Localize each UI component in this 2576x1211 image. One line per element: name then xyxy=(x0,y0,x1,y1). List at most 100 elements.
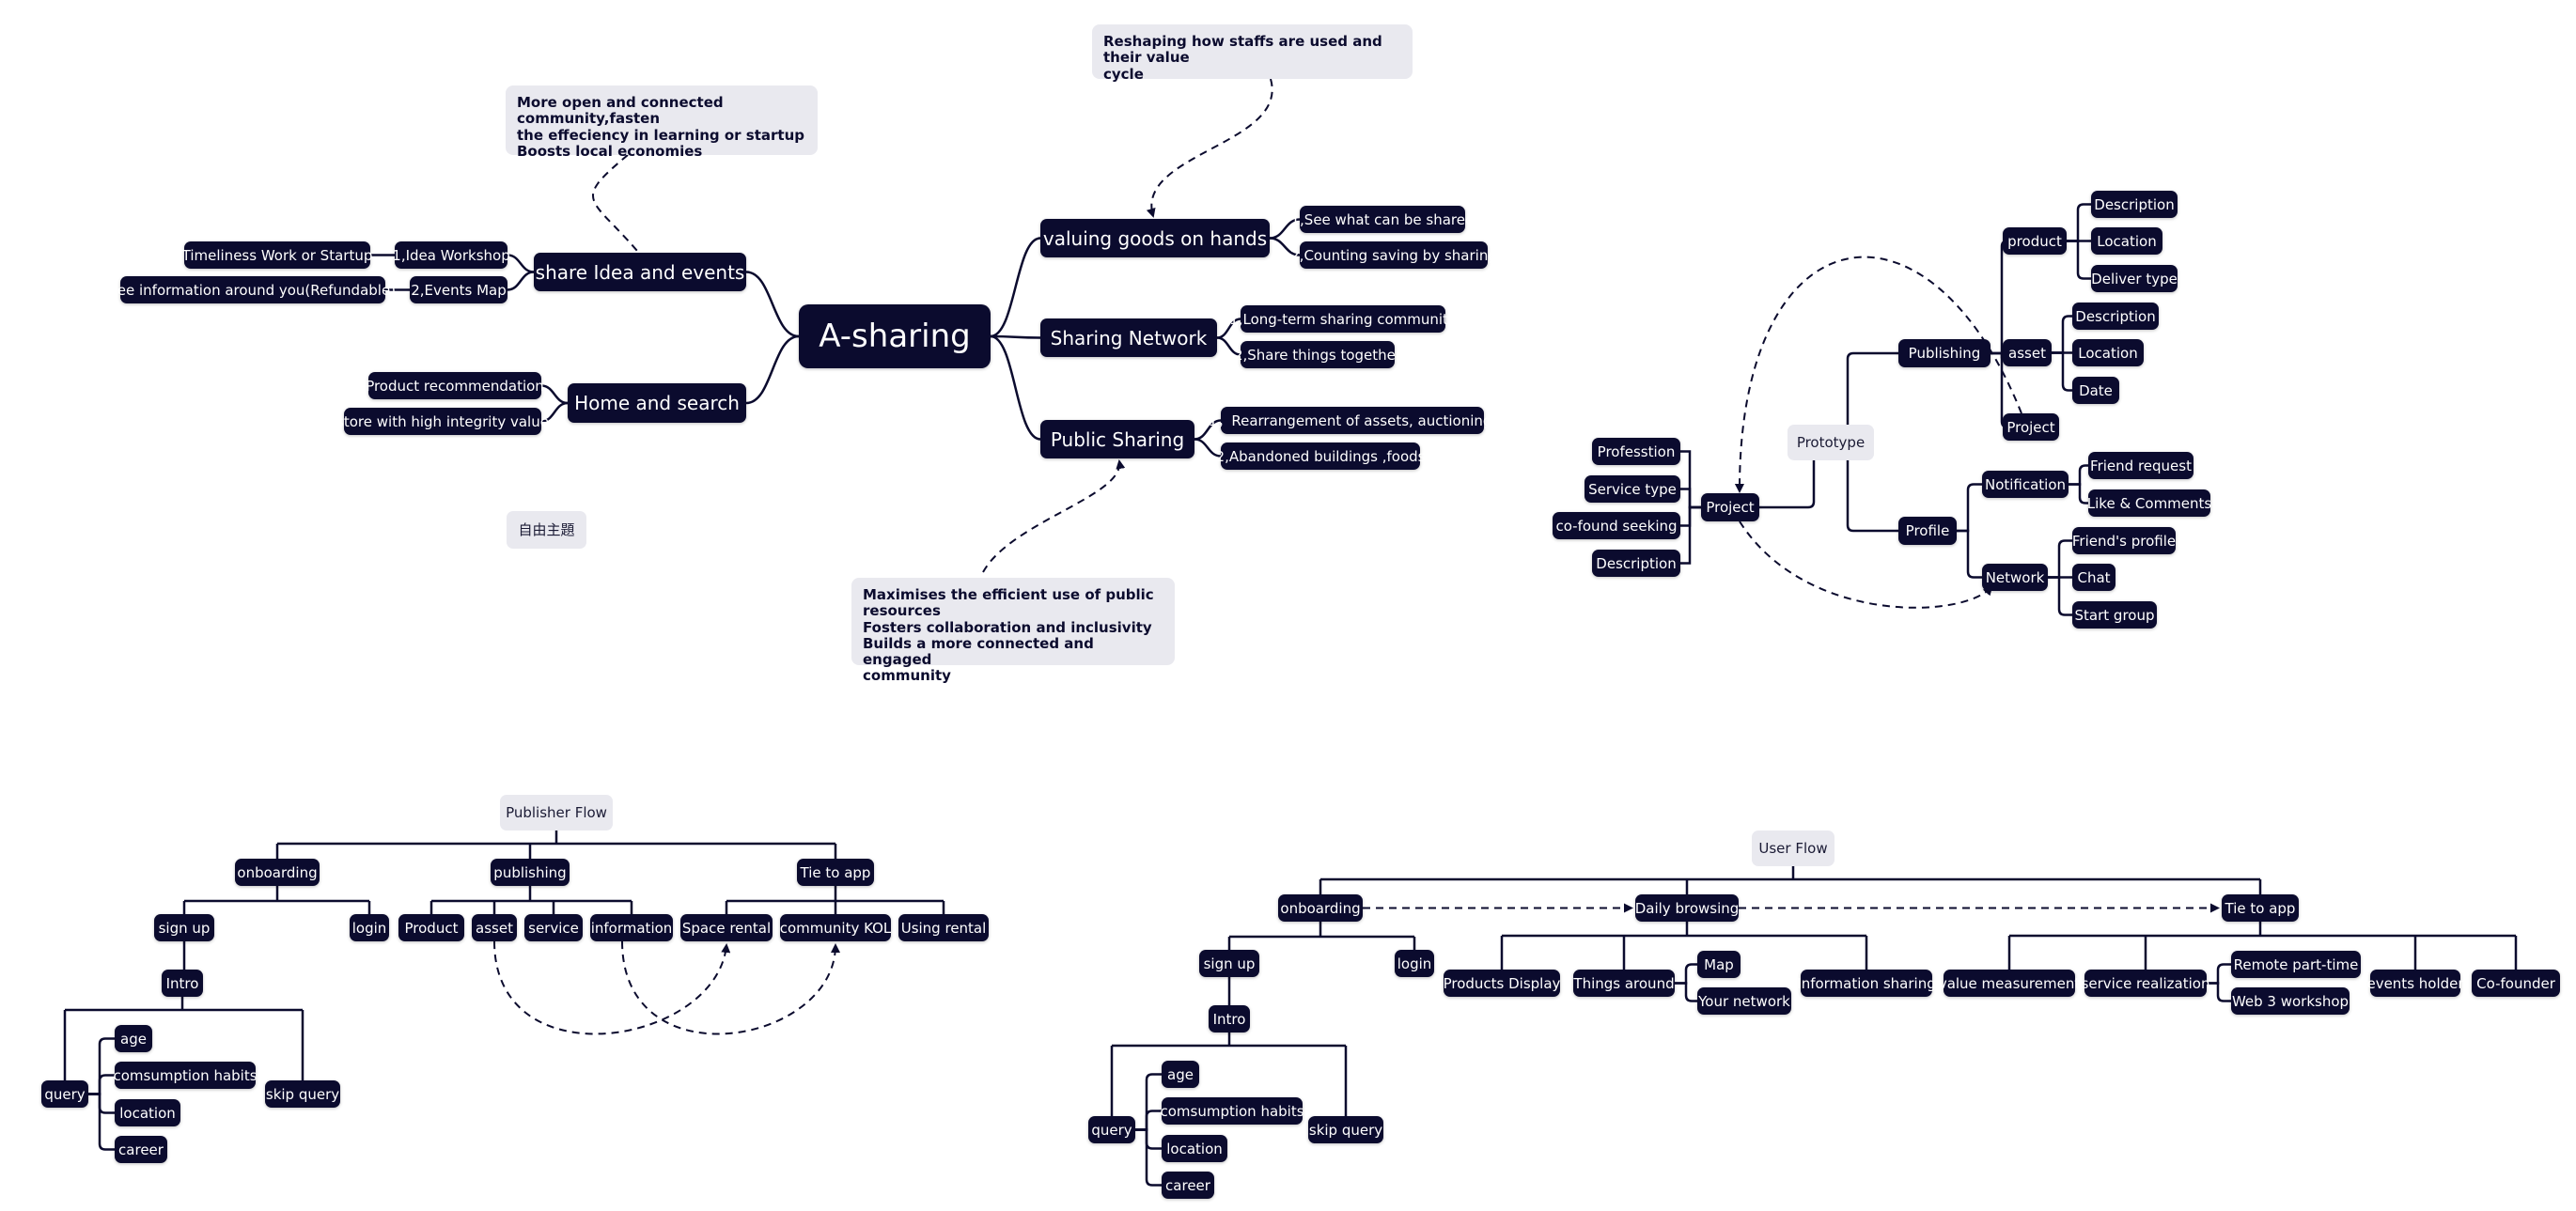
prototype-product-item[interactable]: Description xyxy=(2091,191,2178,218)
publisher-query-item[interactable]: age xyxy=(115,1025,152,1052)
user-service-item[interactable]: Web 3 workshop xyxy=(2231,987,2350,1015)
tree-connector xyxy=(1957,529,1982,579)
user-login[interactable]: login xyxy=(1395,950,1434,977)
home-product-recommendation[interactable]: Product recommendation xyxy=(366,372,544,399)
user-tie-to-app[interactable]: Tie to app xyxy=(2222,894,2299,922)
user-daily-item[interactable]: Information sharing xyxy=(1797,970,1936,997)
user-flow-title[interactable]: User Flow xyxy=(1752,831,1834,866)
user-query-item[interactable]: age xyxy=(1162,1061,1199,1088)
public-rearrangement[interactable]: 1，Rearrangement of assets, auctioning. xyxy=(1209,407,1496,434)
publisher-tie-item[interactable]: Space rental xyxy=(680,914,773,941)
prototype-asset-item[interactable]: Date xyxy=(2072,377,2119,404)
prototype-project-item[interactable]: Description xyxy=(1592,550,1680,577)
prototype-network[interactable]: Network xyxy=(1982,564,2048,591)
share-timeliness-work[interactable]: Timeliness Work or Startup xyxy=(182,241,372,269)
publisher-login[interactable]: login xyxy=(350,914,389,941)
user-things-item[interactable]: Your network xyxy=(1697,987,1791,1015)
publisher-publishing-item[interactable]: asset xyxy=(472,914,517,941)
tree-connector xyxy=(1846,460,1898,533)
connector xyxy=(540,384,569,405)
branch-share-idea-events[interactable]: share Idea and events xyxy=(534,253,746,291)
publisher-publishing[interactable]: publishing xyxy=(491,859,570,886)
user-things-item[interactable]: Map xyxy=(1697,951,1741,978)
branch-public-sharing[interactable]: Public Sharing xyxy=(1040,420,1194,458)
user-skip-query[interactable]: skip query xyxy=(1308,1116,1383,1143)
branch-home-search[interactable]: Home and search xyxy=(568,383,746,423)
branch-valuing-goods[interactable]: valuing goods on hands xyxy=(1040,219,1270,257)
prototype-network-item[interactable]: Start group xyxy=(2072,601,2157,629)
public-abandoned[interactable]: 2,Abandoned buildings ,foods xyxy=(1216,442,1425,470)
prototype-asset-item[interactable]: Location xyxy=(2072,339,2144,366)
prototype-profile[interactable]: Profile xyxy=(1898,517,1957,545)
publisher-query-item[interactable]: location xyxy=(115,1099,180,1126)
prototype-project-item[interactable]: Service type xyxy=(1585,475,1680,503)
publisher-intro[interactable]: Intro xyxy=(162,970,203,997)
user-query[interactable]: query xyxy=(1088,1116,1135,1143)
user-daily-item[interactable]: Products Display xyxy=(1444,970,1560,997)
network-long-term[interactable]: 1,Long-term sharing community xyxy=(1229,305,1457,333)
publisher-flow-title[interactable]: Publisher Flow xyxy=(500,795,613,831)
user-tie-item[interactable]: service realization xyxy=(2082,970,2209,997)
user-daily-item[interactable]: Things around xyxy=(1573,970,1675,997)
prototype-notification-item[interactable]: Like & Comments xyxy=(2087,489,2211,517)
note-share[interactable]: More open and connected community,fasten… xyxy=(506,85,818,160)
tree-connector xyxy=(2207,982,2231,1002)
publisher-query-item[interactable]: comsumption habits xyxy=(113,1062,258,1089)
prototype-product-item[interactable]: Deliver type xyxy=(2091,265,2178,292)
prototype-publishing-project[interactable]: Project xyxy=(2003,413,2059,441)
tree-connector xyxy=(2207,963,2231,985)
home-store-integrity[interactable]: store with high integrity value xyxy=(336,408,549,435)
prototype-project[interactable]: Project xyxy=(1701,493,1759,521)
valuing-counting-saving[interactable]: 2,Counting saving by sharing xyxy=(1290,241,1497,269)
user-query-item[interactable]: career xyxy=(1162,1172,1214,1199)
prototype-asset-item[interactable]: Description xyxy=(2072,303,2159,330)
publisher-sign-up[interactable]: sign up xyxy=(154,914,214,941)
prototype-product[interactable]: product xyxy=(2003,227,2067,255)
prototype-title[interactable]: Prototype xyxy=(1788,425,1874,460)
user-sign-up[interactable]: sign up xyxy=(1199,950,1259,977)
note-public[interactable]: Maximises the efficient use of public re… xyxy=(851,578,1175,684)
prototype-notification-item[interactable]: Friend request xyxy=(2088,452,2194,479)
prototype-project-item[interactable]: Professtion xyxy=(1592,438,1680,465)
prototype-notification[interactable]: Notification xyxy=(1982,471,2069,498)
prototype-network-item[interactable]: Friend's profile xyxy=(2072,527,2176,554)
prototype-asset[interactable]: asset xyxy=(2003,339,2052,366)
user-query-item[interactable]: location xyxy=(1162,1135,1227,1162)
user-tie-item[interactable]: value measurement xyxy=(1939,970,2080,997)
share-see-information[interactable]: see information around you(Refundable) xyxy=(110,276,396,303)
publisher-tie-to-app[interactable]: Tie to app xyxy=(797,859,874,886)
user-query-item[interactable]: comsumption habits xyxy=(1160,1097,1304,1125)
publisher-skip-query[interactable]: skip query xyxy=(265,1080,340,1108)
publisher-publishing-item[interactable]: Product xyxy=(398,914,464,941)
free-topic[interactable]: 自由主題 xyxy=(507,511,586,549)
publisher-publishing-item[interactable]: information xyxy=(590,914,673,941)
valuing-see-shared[interactable]: 1,See what can be shared xyxy=(1291,206,1475,233)
publisher-onboarding[interactable]: onboarding xyxy=(235,859,320,886)
prototype-product-item[interactable]: Location xyxy=(2091,227,2162,255)
publisher-tie-item[interactable]: Using rental xyxy=(898,914,989,941)
share-idea-workshop[interactable]: 1,Idea Workshop xyxy=(392,241,510,269)
network-share-together[interactable]: 2,Share things together xyxy=(1234,341,1401,368)
note-valuing[interactable]: Reshaping how staffs are used and their … xyxy=(1092,24,1413,82)
publisher-tie-item[interactable]: community KOL xyxy=(780,914,891,941)
publisher-query[interactable]: query xyxy=(41,1080,88,1108)
prototype-publishing[interactable]: Publishing xyxy=(1898,339,1991,367)
tree-connector xyxy=(88,1093,115,1151)
user-onboarding[interactable]: onboarding xyxy=(1278,894,1363,922)
root-topic[interactable]: A-sharing xyxy=(799,304,991,368)
user-tie-item[interactable]: Co-founder xyxy=(2472,970,2560,997)
publisher-link xyxy=(621,940,840,1035)
user-daily-browsing[interactable]: Daily browsing xyxy=(1635,894,1739,922)
user-tie-item[interactable]: events holder xyxy=(2366,970,2464,997)
tree-connector xyxy=(1680,488,1701,509)
publisher-publishing-item[interactable]: service xyxy=(524,914,583,941)
prototype-network-item[interactable]: Chat xyxy=(2072,564,2115,591)
publisher-query-item[interactable]: career xyxy=(115,1136,167,1163)
user-intro[interactable]: Intro xyxy=(1209,1005,1250,1032)
share-events-map[interactable]: 2,Events Map xyxy=(410,276,507,303)
user-service-item[interactable]: Remote part-time xyxy=(2231,951,2361,978)
prototype-project-item[interactable]: co-found seeking xyxy=(1553,512,1680,539)
branch-sharing-network[interactable]: Sharing Network xyxy=(1040,318,1217,357)
tree-connector xyxy=(1759,460,1816,509)
